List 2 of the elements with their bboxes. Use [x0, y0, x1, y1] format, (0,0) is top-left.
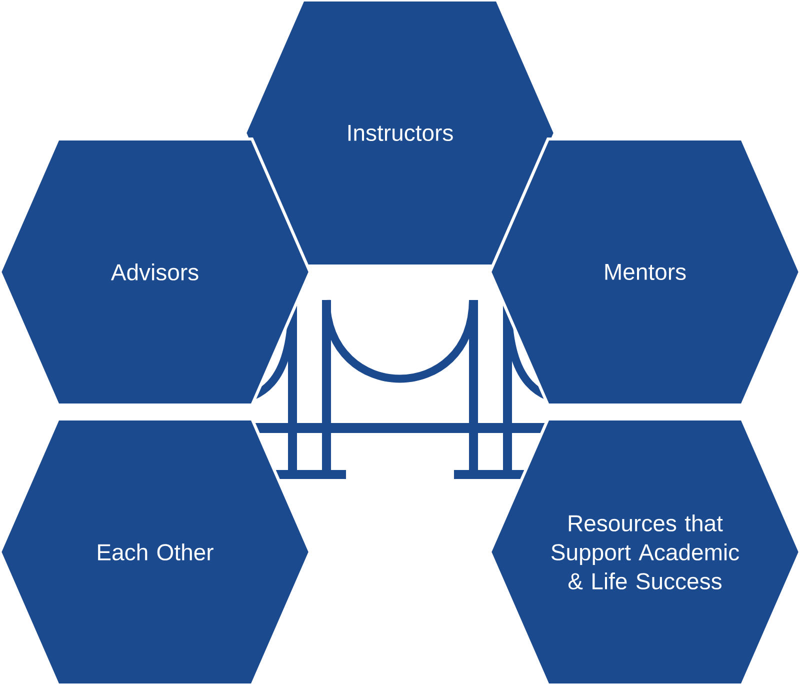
- hexagon: Advisors: [0, 138, 312, 406]
- hexagon: Each Other: [0, 418, 312, 686]
